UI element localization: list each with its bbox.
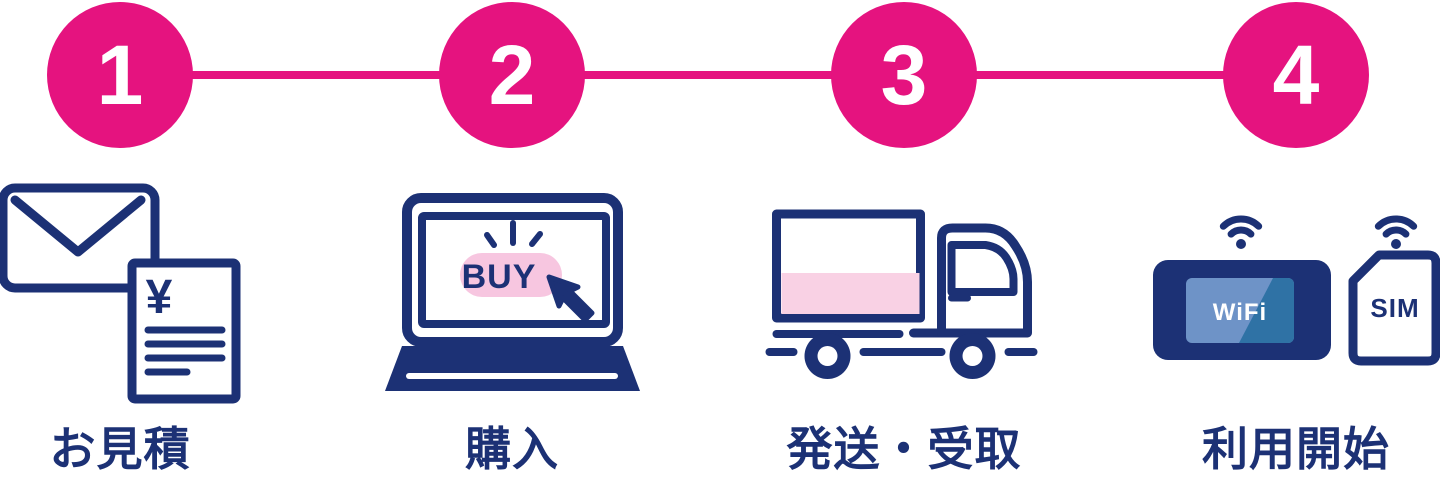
step-1-estimate: 1 ¥ お見積 [0, 0, 280, 487]
step-3-label: 発送・受取 [786, 423, 1022, 475]
step-4-circle: 4 [1223, 2, 1369, 148]
truck-icon [765, 209, 1038, 379]
wifi-signal-icon-sim [1374, 215, 1418, 249]
wifi-sim-icon: WiFi SIM [1146, 203, 1440, 373]
step-3-shipping: 3 [744, 0, 1064, 487]
estimate-mail-icon: ¥ [0, 180, 245, 413]
buy-laptop-icon: BUY [382, 190, 642, 407]
step-2-label: 購入 [465, 423, 559, 475]
step-connector-line [120, 71, 1296, 79]
wifi-label: WiFi [1213, 299, 1267, 326]
step-4-start: 4 WiFi [1136, 0, 1440, 487]
envelope-icon [0, 183, 160, 293]
sim-label: SIM [1370, 293, 1419, 323]
step-2-circle: 2 [439, 2, 585, 148]
step-2-purchase: 2 BUY 購入 [352, 0, 672, 487]
invoice-icon: ¥ [127, 258, 241, 404]
wifi-router-icon: WiFi [1153, 260, 1331, 360]
step-1-circle: 1 [47, 2, 193, 148]
cursor-icon [546, 274, 595, 323]
buy-label: BUY [462, 258, 537, 296]
step-3-number: 3 [880, 28, 928, 122]
step-4-label: 利用開始 [1202, 423, 1390, 475]
wifi-signal-icon [1219, 215, 1263, 249]
step-3-circle: 3 [831, 2, 977, 148]
delivery-truck-icon [762, 205, 1047, 390]
step-1-label: お見積 [49, 423, 191, 475]
yen-symbol: ¥ [146, 271, 173, 324]
step-2-number: 2 [488, 28, 536, 122]
buy-button-graphic: BUY [460, 220, 562, 297]
sim-card-icon: SIM [1348, 250, 1440, 366]
step-1-number: 1 [96, 28, 144, 122]
step-4-number: 4 [1272, 28, 1320, 122]
